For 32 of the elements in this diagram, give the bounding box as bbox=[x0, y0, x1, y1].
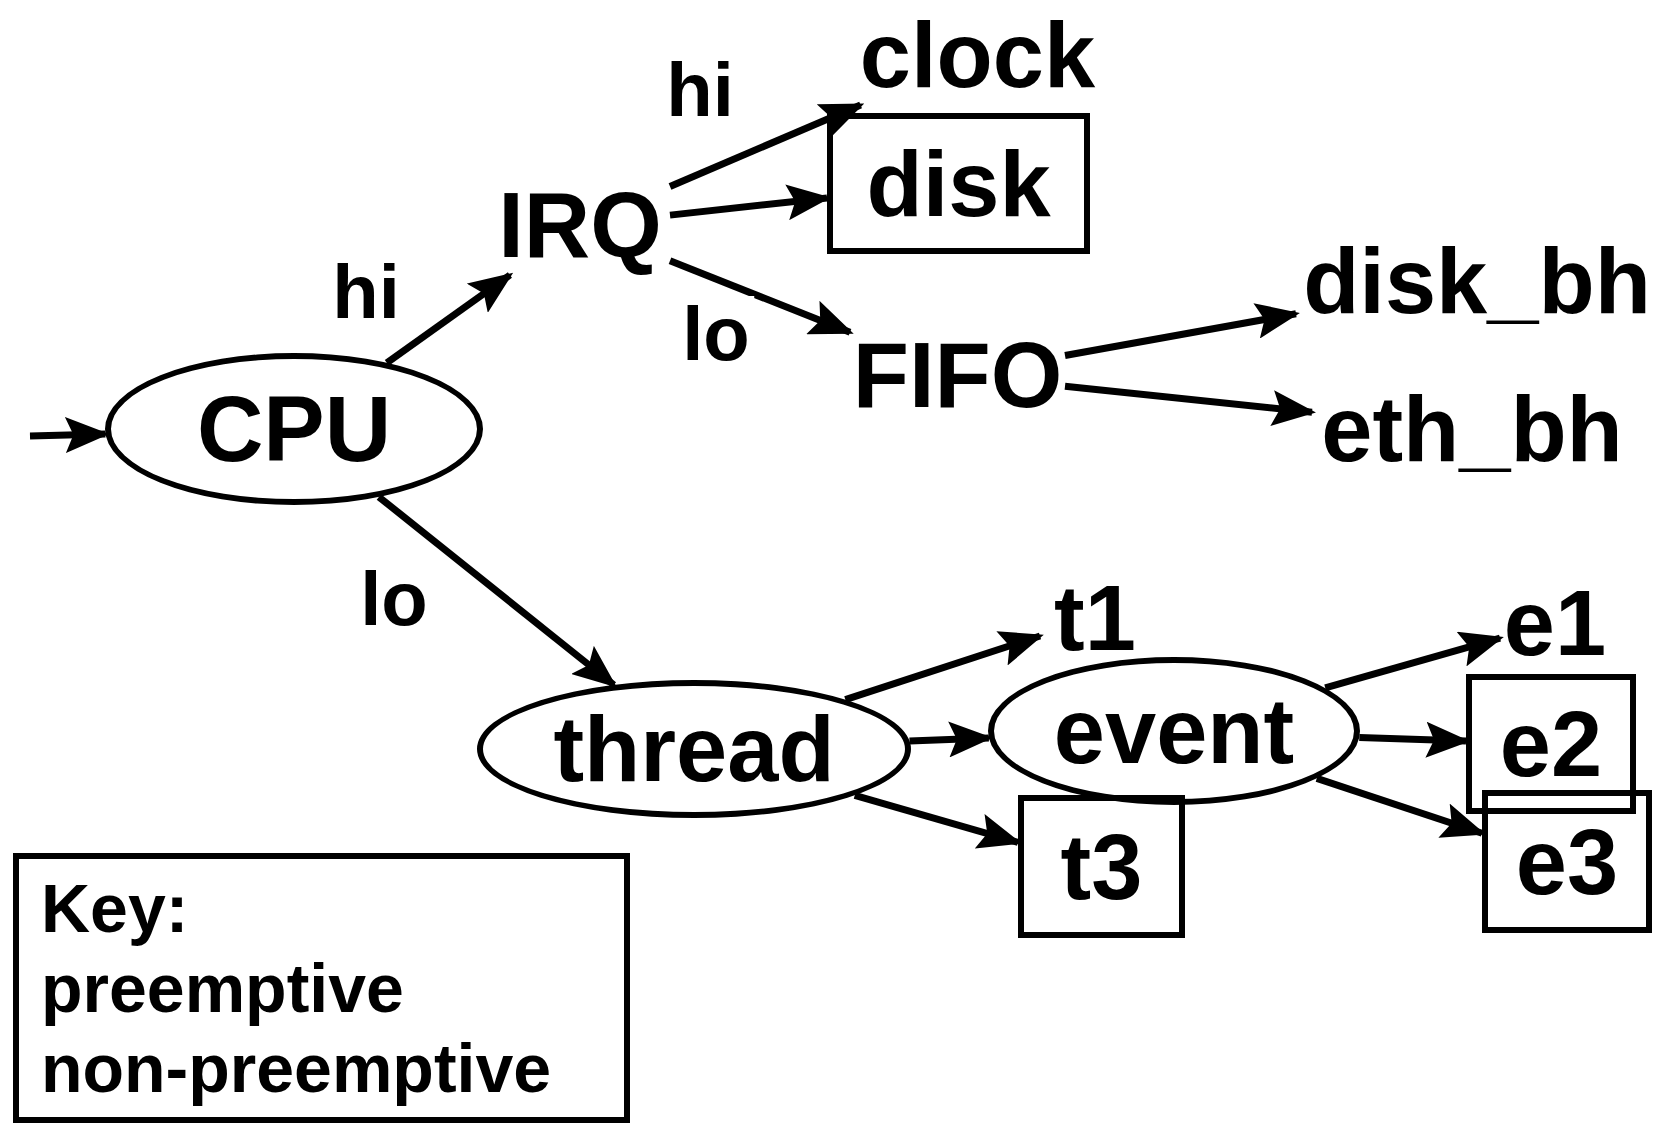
arrow bbox=[668, 101, 865, 190]
key-box bbox=[13, 853, 630, 1123]
key-entry: non-preemptive bbox=[41, 1029, 553, 1108]
arrow bbox=[1064, 382, 1316, 426]
node-text: e1 bbox=[1503, 576, 1607, 669]
arrow bbox=[844, 631, 1044, 703]
node-label: disk bbox=[866, 137, 1051, 230]
arrow bbox=[376, 494, 617, 688]
ellipse-node bbox=[105, 353, 483, 505]
box-node bbox=[827, 113, 1090, 254]
arrow bbox=[1064, 303, 1300, 359]
box-node bbox=[1018, 795, 1185, 938]
arrow bbox=[384, 272, 514, 366]
node-label: CPU bbox=[196, 383, 392, 475]
node-text: clock bbox=[859, 9, 1096, 101]
node-label: e2 bbox=[1499, 698, 1603, 790]
node-label: event bbox=[1053, 685, 1295, 777]
arrow bbox=[1324, 631, 1504, 692]
node-text: t1 bbox=[1054, 572, 1136, 664]
node-label: t3 bbox=[1060, 820, 1143, 913]
ellipse-node bbox=[988, 657, 1360, 805]
key-heading: Key: bbox=[41, 869, 190, 948]
box-node bbox=[1482, 790, 1652, 933]
node-text: disk_bh bbox=[1303, 235, 1651, 327]
node-text: FIFO bbox=[852, 329, 1063, 421]
node-label: thread bbox=[553, 703, 835, 795]
ellipse-node bbox=[477, 680, 911, 818]
node-label: e3 bbox=[1515, 815, 1619, 908]
arrow bbox=[668, 257, 854, 336]
key-entry: preemptive bbox=[41, 949, 405, 1028]
node-text: eth_bh bbox=[1321, 383, 1623, 475]
box-node bbox=[1466, 674, 1636, 814]
